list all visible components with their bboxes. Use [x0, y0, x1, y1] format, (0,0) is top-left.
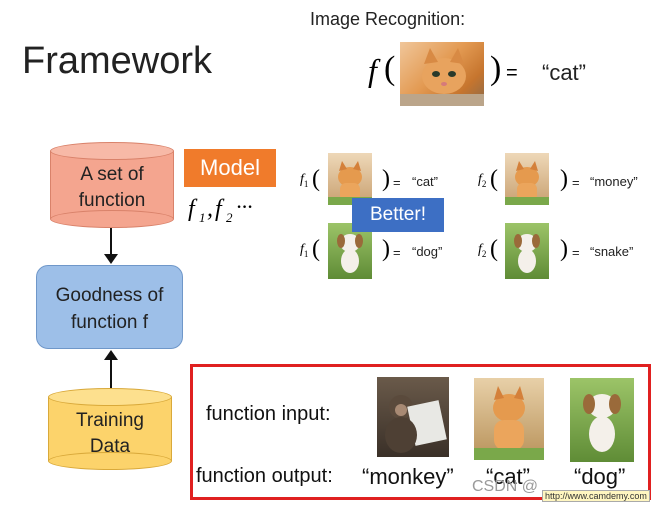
- svg-text:···: ···: [236, 194, 253, 219]
- function-output-label: function output:: [196, 465, 333, 487]
- example-open-paren-2: (: [312, 236, 320, 262]
- cat-photo-2: [505, 153, 549, 205]
- output-monkey: “monkey”: [362, 464, 454, 489]
- cat-photo-1: [328, 153, 372, 205]
- cat-photo-3: [474, 378, 544, 460]
- svg-text:2: 2: [226, 210, 233, 225]
- svg-text:f: f: [188, 196, 198, 222]
- example-equals-2: =: [393, 245, 401, 260]
- cat-face-icon: [400, 48, 484, 106]
- training-data-label: Training Data: [76, 410, 144, 457]
- training-examples-frame: [190, 364, 651, 500]
- function-set-label: A set of function: [78, 164, 146, 211]
- image-recognition-label: Image Recognition:: [310, 9, 466, 29]
- f-symbol: f: [368, 52, 377, 88]
- arrow-down-line: [110, 228, 112, 258]
- svg-text:1: 1: [199, 210, 206, 225]
- example-result-2: “dog”: [412, 244, 443, 259]
- svg-text:f: f: [215, 196, 225, 222]
- arrow-up-line: [110, 358, 112, 390]
- example-equals-1: =: [393, 175, 401, 190]
- page-title: Framework: [22, 40, 213, 82]
- function-input-label: function input:: [206, 403, 331, 425]
- example-equals-3: =: [572, 175, 580, 190]
- example-open-paren-3: (: [490, 166, 498, 192]
- monkey-photo: [377, 377, 449, 457]
- equals-sign: =: [506, 62, 518, 84]
- svg-text:,: ,: [207, 196, 213, 222]
- open-paren: (: [384, 50, 396, 87]
- dog-photo-1: [328, 223, 372, 279]
- model-tag: Model: [184, 149, 276, 187]
- example-close-paren-1: ): [382, 166, 390, 192]
- output-dog: “dog”: [574, 464, 626, 489]
- function-set-cylinder: A set of function: [50, 142, 174, 228]
- example-equals-4: =: [572, 245, 580, 260]
- dog-photo-2: [505, 223, 549, 279]
- example-fn-1: f1: [300, 172, 309, 189]
- better-tag: Better!: [352, 198, 444, 232]
- example-fn-3: f2: [478, 172, 487, 189]
- watermark-site: http://www.camdemy.com: [542, 490, 650, 502]
- arrow-up-icon: [104, 350, 118, 360]
- example-fn-2: f1: [300, 242, 309, 259]
- example-close-paren-4: ): [560, 236, 568, 262]
- dog-photo-3: [570, 378, 634, 462]
- goodness-box: Goodness of function f: [36, 265, 183, 349]
- goodness-label: Goodness of function f: [55, 285, 164, 333]
- example-open-paren-4: (: [490, 236, 498, 262]
- arrow-down-icon: [104, 254, 118, 264]
- main-result: “cat”: [542, 60, 586, 85]
- example-open-paren-1: (: [312, 166, 320, 192]
- example-result-1: “cat”: [412, 174, 438, 189]
- example-result-4: “snake”: [590, 244, 634, 259]
- example-close-paren-2: ): [382, 236, 390, 262]
- watermark-csdn: CSDN @: [472, 478, 539, 495]
- f1-f2-formula: f 1 , f 2 ···: [188, 194, 253, 225]
- function-list-math: f 1 , f 2 ···: [186, 194, 276, 233]
- training-data-cylinder: Training Data: [48, 388, 172, 470]
- example-fn-4: f2: [478, 242, 487, 259]
- cat-photo-main: [400, 42, 484, 106]
- example-result-3: “money”: [590, 174, 638, 189]
- example-close-paren-3: ): [560, 166, 568, 192]
- output-cat: “cat”: [486, 464, 530, 489]
- close-paren: ): [490, 50, 502, 87]
